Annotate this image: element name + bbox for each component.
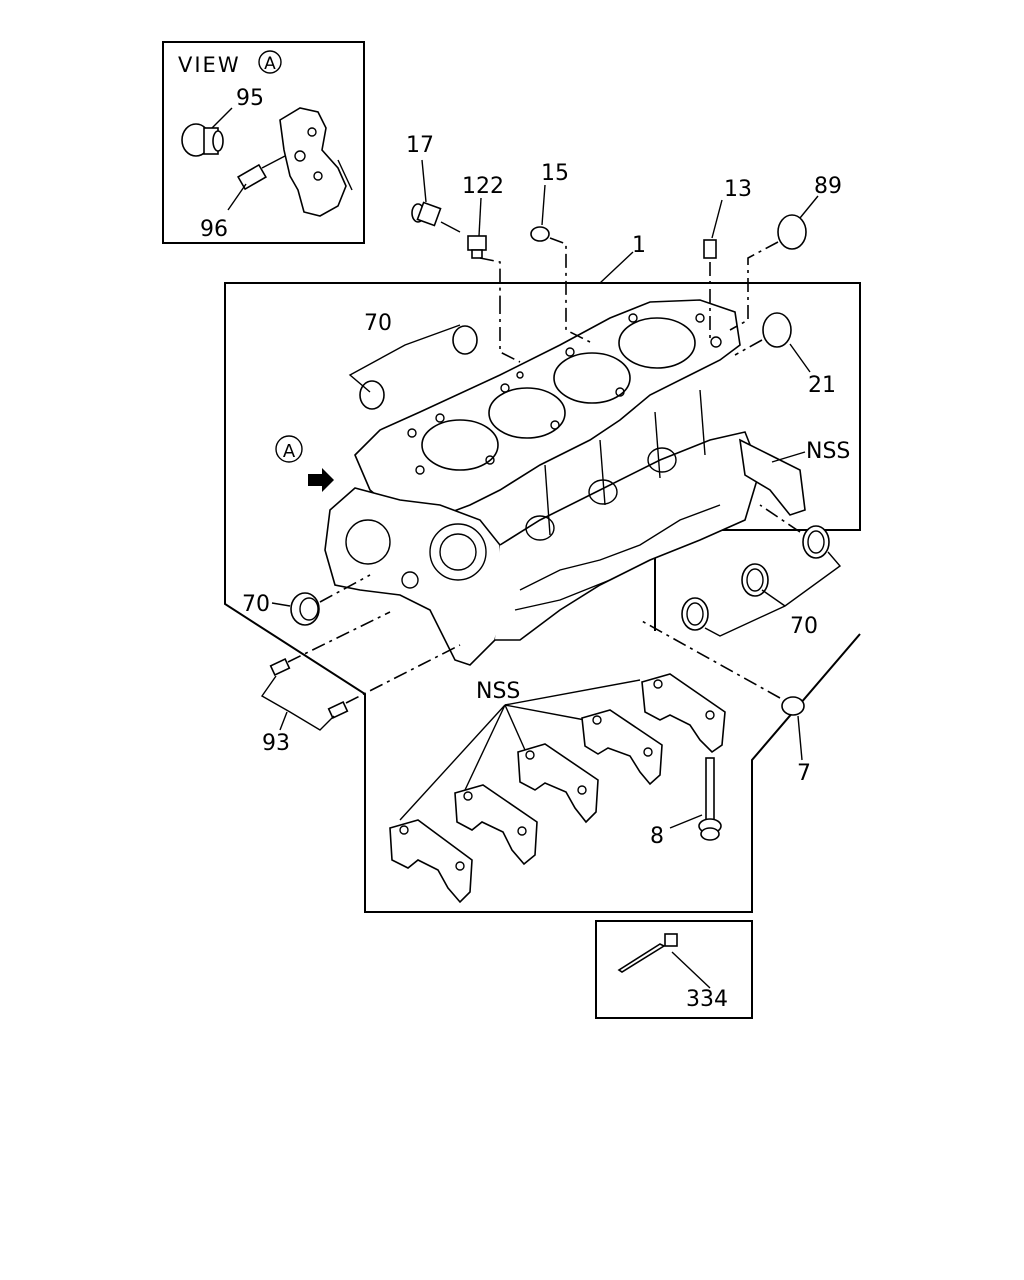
bearing-cap-2 bbox=[454, 784, 538, 866]
label-17: 17 bbox=[406, 133, 434, 158]
label-13: 13 bbox=[724, 177, 752, 202]
cylinder-bore-3 bbox=[553, 352, 631, 404]
bearing-cap-3 bbox=[517, 743, 599, 824]
part-89-plug: 89 bbox=[729, 174, 842, 331]
view-a-letter: A bbox=[283, 441, 296, 462]
cylinder-bore-2 bbox=[488, 387, 566, 439]
view-block-section bbox=[279, 107, 353, 217]
label-1: 1 bbox=[632, 233, 646, 258]
cylinder-block bbox=[324, 299, 806, 666]
label-70-right: 70 bbox=[790, 614, 818, 639]
label-89: 89 bbox=[814, 174, 842, 199]
main-frame bbox=[224, 282, 861, 913]
cable-tie-icon bbox=[617, 933, 711, 989]
view-marker-letter: A bbox=[264, 54, 276, 74]
label-nss-caps: NSS bbox=[476, 679, 520, 704]
part-13-dowel: 13 bbox=[703, 177, 752, 338]
view-title: VIEW bbox=[178, 53, 241, 77]
part-8-cap-bolt: 8 bbox=[650, 757, 722, 849]
label-7: 7 bbox=[797, 761, 811, 786]
part-70-left-seal: 70 bbox=[242, 574, 371, 626]
bearing-cap-1 bbox=[389, 819, 473, 904]
view-marker-circle bbox=[258, 50, 282, 74]
rear-bracket bbox=[738, 438, 806, 516]
side-skirt bbox=[495, 431, 761, 641]
label-122: 122 bbox=[462, 174, 504, 199]
main-bearing-caps: NSS bbox=[389, 673, 726, 904]
part-15-plug: 15 bbox=[530, 161, 591, 343]
bearing-cap-4 bbox=[581, 709, 663, 786]
label-70-top: 70 bbox=[364, 311, 392, 336]
label-21: 21 bbox=[808, 373, 836, 398]
part-7-bolt: 7 bbox=[639, 619, 811, 786]
front-face bbox=[324, 487, 506, 666]
label-334: 334 bbox=[686, 987, 728, 1012]
bearing-cap-5 bbox=[641, 673, 726, 754]
label-8: 8 bbox=[650, 824, 664, 849]
part-93-dowels: 93 bbox=[260, 611, 461, 756]
label-nss-right: NSS bbox=[806, 439, 850, 464]
oil-pressure-sensor-95 bbox=[181, 107, 233, 157]
fitting-96 bbox=[227, 155, 286, 211]
part-21-plug: 21 bbox=[734, 312, 836, 398]
label-93: 93 bbox=[262, 731, 290, 756]
label-15: 15 bbox=[541, 161, 569, 186]
part-122-plug: 122 bbox=[462, 174, 521, 363]
cable-tie-inset: 334 bbox=[595, 920, 753, 1019]
view-a-inset: VIEW A 95 96 bbox=[162, 41, 365, 244]
part-70-top-plugs: 70 bbox=[348, 311, 478, 410]
cylinder-bore-1 bbox=[421, 419, 499, 471]
label-96: 96 bbox=[200, 217, 228, 242]
part-70-right-seals: 70 bbox=[681, 504, 842, 639]
part-17-sensor: 17 bbox=[406, 133, 461, 233]
part-1-block-leader: 1 bbox=[599, 233, 646, 284]
view-a-pointer: A bbox=[275, 435, 334, 492]
cylinder-bore-4 bbox=[618, 317, 696, 369]
label-70-left: 70 bbox=[242, 592, 270, 617]
view-arrow-icon bbox=[308, 468, 334, 492]
label-95: 95 bbox=[236, 86, 264, 111]
nss-right-callout: NSS bbox=[771, 439, 850, 464]
